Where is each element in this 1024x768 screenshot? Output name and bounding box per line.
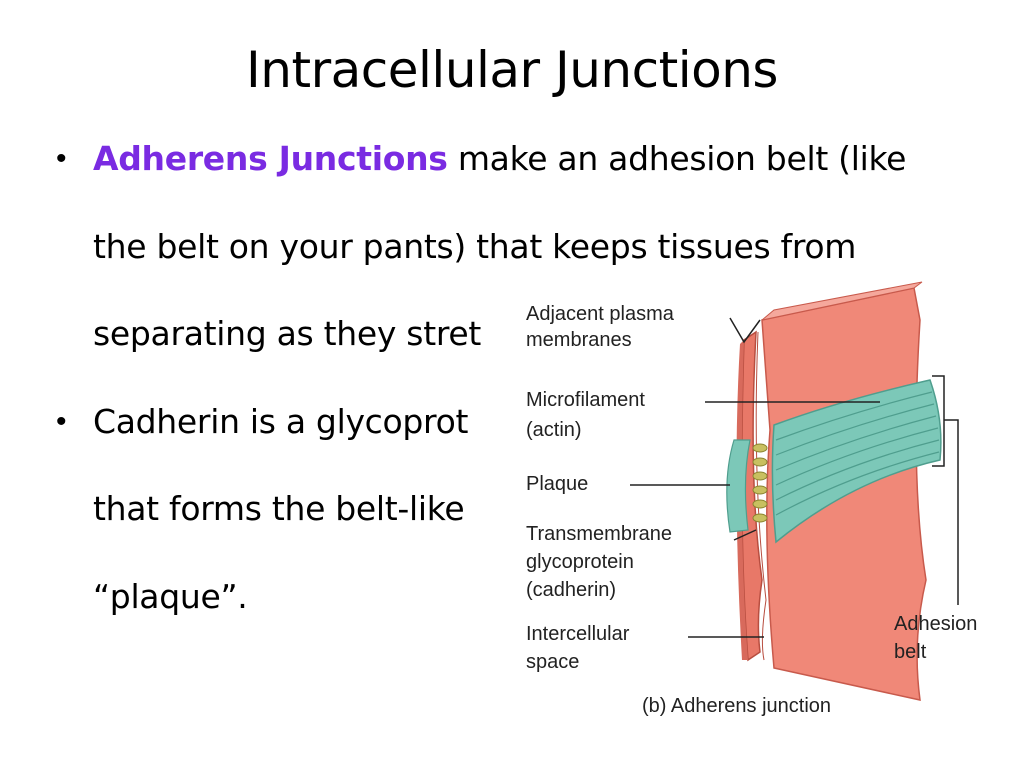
bullet-2-line-3: “plaque”. <box>93 577 248 616</box>
label-glycoprotein: glycoprotein <box>526 551 634 573</box>
label-adjacent-plasma: Adjacent plasma <box>526 303 674 325</box>
bullet-2-line-1: Cadherin is a glycoprot <box>93 402 469 441</box>
bullet-2-line-2: that forms the belt-like <box>93 489 465 528</box>
left-cell <box>736 340 748 660</box>
plaque <box>726 439 751 533</box>
label-intercellular: Intercellular <box>526 623 630 645</box>
bullet-1-line-3: separating as they stret <box>93 314 482 353</box>
label-belt: belt <box>894 641 927 663</box>
adherens-junction-figure: Adjacent plasma membranes Microfilament … <box>512 280 1012 730</box>
label-transmembrane: Transmembrane <box>526 523 672 545</box>
label-adhesion: Adhesion <box>894 613 978 635</box>
bullet-1-line-1: Adherens Junctions make an adhesion belt… <box>93 137 906 181</box>
slide-title: Intracellular Junctions <box>246 41 778 99</box>
bullet-1-line-2: the belt on your pants) that keeps tissu… <box>93 227 857 266</box>
bullet-dot: • <box>56 405 67 438</box>
bullet-1-text: make an adhesion belt (like <box>447 139 907 178</box>
bullet-dot: • <box>56 142 67 175</box>
actin-belt <box>771 379 942 544</box>
adherens-junctions-term: Adherens Junctions <box>93 139 448 178</box>
figure-caption: (b) Adherens junction <box>642 695 832 717</box>
label-microfilament: Microfilament <box>526 389 645 411</box>
label-plaque: Plaque <box>526 473 589 495</box>
label-cadherin: (cadherin) <box>526 579 617 601</box>
label-space: space <box>526 651 580 673</box>
label-membranes: membranes <box>526 329 632 351</box>
adherens-junction-illustration <box>630 281 959 701</box>
label-actin: (actin) <box>526 419 582 441</box>
